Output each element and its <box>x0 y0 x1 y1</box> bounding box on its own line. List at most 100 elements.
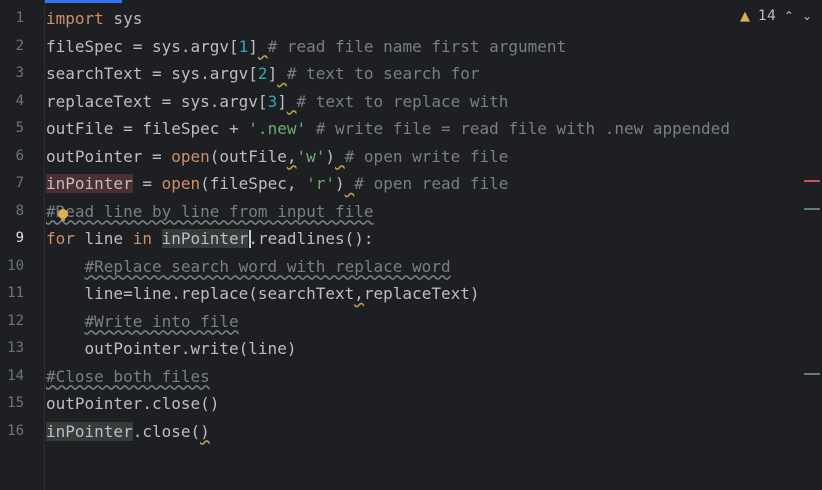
line-number[interactable]: 15 <box>7 395 24 411</box>
code-token: #Replace search word with replace word <box>84 256 451 276</box>
scrollbar-marker[interactable] <box>804 180 820 182</box>
code-token <box>345 174 355 193</box>
code-token: = <box>132 174 162 193</box>
code-token: inPointer <box>46 174 133 193</box>
code-line[interactable]: #Read line by line from input file <box>46 198 374 226</box>
code-token: ) <box>335 174 345 193</box>
code-line[interactable]: outPointer.write(line) <box>46 335 297 363</box>
previous-problem-button[interactable]: ⌃ <box>783 9 794 23</box>
code-token: 'r' <box>306 174 336 193</box>
warning-triangle-icon: ▲ <box>740 8 751 24</box>
code-token: # open write file <box>344 146 509 166</box>
code-line[interactable]: outFile = fileSpec + '.new' # write file… <box>46 115 730 143</box>
code-line[interactable]: import sys <box>46 5 142 33</box>
code-token: (outFile <box>209 146 287 166</box>
next-problem-button[interactable]: ⌄ <box>801 9 812 23</box>
code-line[interactable]: outPointer.close() <box>46 390 219 418</box>
code-token: ] <box>248 36 258 56</box>
code-token: '.new' <box>248 119 307 138</box>
line-number[interactable]: 5 <box>15 120 24 136</box>
code-token: fileSpec = sys.argv[ <box>46 36 239 56</box>
code-token: line=line.replace(searchText <box>46 284 355 303</box>
code-line[interactable]: outPointer = open(outFile,'w') # open wr… <box>46 143 508 171</box>
line-number[interactable]: 4 <box>15 92 24 109</box>
code-token <box>306 119 316 138</box>
code-token: 1 <box>238 36 249 56</box>
line-number[interactable]: 6 <box>15 147 24 164</box>
line-number[interactable]: 14 <box>7 367 24 384</box>
code-token: outFile = fileSpec + <box>46 119 249 138</box>
code-token: outPointer.write(line) <box>46 339 297 358</box>
text-caret <box>249 230 251 248</box>
line-number[interactable]: 2 <box>15 37 24 54</box>
code-token <box>46 312 85 331</box>
code-token: line <box>74 229 133 248</box>
editor-scrollbar[interactable] <box>804 0 822 470</box>
line-number[interactable]: 8 <box>15 202 24 219</box>
code-token: #Write into file <box>84 311 239 331</box>
code-token: in <box>132 229 152 248</box>
code-token: inPointer <box>46 421 133 441</box>
line-number[interactable]: 16 <box>7 422 24 439</box>
code-token: # read file name first argument <box>267 36 567 56</box>
code-token: replaceText) <box>363 284 480 303</box>
code-line[interactable]: #Replace search word with replace word <box>46 253 451 281</box>
code-line[interactable]: inPointer.close() <box>46 418 210 446</box>
code-token: # text to replace with <box>296 91 509 111</box>
code-token: ) <box>325 146 336 166</box>
code-token: 3 <box>267 91 278 111</box>
scrollbar-marker[interactable] <box>804 207 820 210</box>
code-token: #Read line by line from input file <box>46 201 374 221</box>
code-line[interactable]: inPointer = open(fileSpec, 'r') # open r… <box>46 170 508 198</box>
scrollbar-marker[interactable] <box>804 372 820 375</box>
code-line[interactable]: #Close both files <box>46 363 210 391</box>
line-number[interactable]: 11 <box>7 285 24 301</box>
code-token: .close( <box>132 421 201 441</box>
code-token <box>46 257 85 276</box>
progress-bar <box>0 0 122 3</box>
code-token: , <box>286 146 297 166</box>
code-line[interactable]: searchText = sys.argv[2] # text to searc… <box>46 60 480 88</box>
code-token: open <box>171 146 210 166</box>
code-token: replaceText = sys.argv[ <box>46 91 268 111</box>
code-token: # write file = read file with .new appen… <box>315 119 730 138</box>
line-number[interactable]: 12 <box>7 312 24 329</box>
code-line[interactable]: line=line.replace(searchText,replaceText… <box>46 280 480 308</box>
code-token: ] <box>267 64 278 83</box>
code-token: 'w' <box>296 146 326 166</box>
warning-count: 14 <box>758 8 776 24</box>
code-token: # text to search for <box>286 64 480 83</box>
inspection-widget[interactable]: ▲ 14 ⌃ ⌄ <box>740 8 812 24</box>
code-token: import <box>46 9 104 28</box>
code-token: # open read file <box>354 174 509 193</box>
line-number[interactable]: 13 <box>7 340 24 356</box>
code-token: #Close both files <box>46 366 210 386</box>
code-token: for <box>46 229 75 248</box>
line-number[interactable]: 1 <box>15 10 24 26</box>
code-token: .readlines(): <box>248 229 374 248</box>
code-line[interactable]: for line in inPointer.readlines(): <box>46 225 374 253</box>
lightbulb-icon[interactable] <box>56 208 70 222</box>
code-token <box>152 229 162 248</box>
line-number[interactable]: 9 <box>15 230 24 246</box>
code-token: ] <box>277 91 287 111</box>
line-number[interactable]: 3 <box>15 65 24 81</box>
code-line[interactable]: fileSpec = sys.argv[1] # read file name … <box>46 33 566 61</box>
code-token: (fileSpec, <box>200 174 307 193</box>
code-token: searchText = sys.argv[ <box>46 64 258 83</box>
code-token: open <box>161 174 201 193</box>
code-line[interactable]: #Write into file <box>46 308 239 336</box>
code-token: outPointer = <box>46 146 172 166</box>
code-token <box>335 147 345 166</box>
code-token: , <box>354 284 364 303</box>
code-token: outPointer.close() <box>46 394 220 413</box>
code-token: inPointer <box>161 229 249 248</box>
code-token: ) <box>200 421 210 441</box>
code-token <box>277 64 287 83</box>
code-token: 2 <box>257 64 268 83</box>
code-token <box>258 37 268 56</box>
line-number[interactable]: 7 <box>15 175 24 191</box>
code-line[interactable]: replaceText = sys.argv[3] # text to repl… <box>46 88 508 116</box>
line-number[interactable]: 10 <box>7 257 24 274</box>
